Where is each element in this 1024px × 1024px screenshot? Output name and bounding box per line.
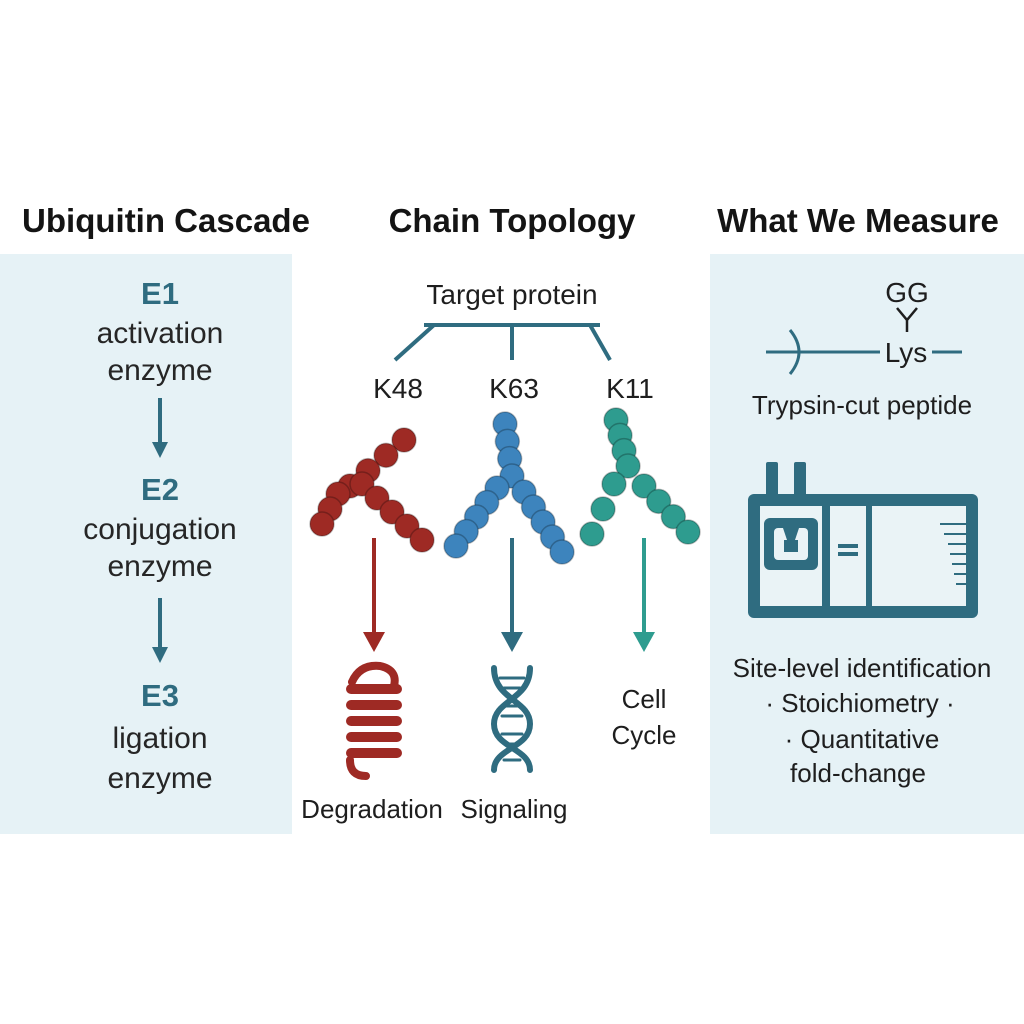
k63-bead [549, 539, 575, 565]
cascade-step-e1: E1 activation enzyme [97, 276, 224, 387]
k63-label: K63 [489, 373, 539, 404]
measure-line-3: · Quantitative [785, 724, 940, 754]
k48-bead [364, 485, 390, 511]
e3-code: E3 [141, 678, 179, 713]
k11-label: K11 [606, 373, 654, 404]
k48-chain-icon [309, 427, 435, 553]
lys-label: Lys [885, 337, 928, 368]
target-protein-label: Target protein [426, 279, 597, 310]
k48-arrowhead [363, 632, 385, 652]
gg-label: GG [885, 277, 929, 308]
k11-arrowhead [633, 632, 655, 652]
k48-label: K48 [373, 373, 423, 404]
k11-bead [601, 471, 627, 497]
e1-name-line1: activation [97, 317, 224, 350]
k63-arrowhead [501, 632, 523, 652]
cascade-heading: Ubiquitin Cascade [22, 202, 310, 239]
measure-heading: What We Measure [717, 202, 999, 239]
k63-chain-icon [443, 411, 575, 565]
mass-spectrometer-icon [748, 462, 978, 618]
cascade-step-e2: E2 conjugation enzyme [83, 472, 236, 583]
measure-line-2: · Stoichiometry · [765, 688, 954, 718]
e2-name-line1: conjugation [83, 513, 236, 546]
cascade-step-e3: E3 ligation enzyme [107, 678, 212, 795]
e2-name-line2: enzyme [107, 550, 212, 583]
k11-bead [579, 521, 605, 547]
k11-chain-icon [579, 407, 701, 547]
dna-helix-icon [490, 665, 534, 773]
e2-code: E2 [141, 472, 179, 507]
k11-outcome-label-line2: Cycle [611, 720, 676, 750]
k11-bead [631, 473, 657, 499]
e1-code: E1 [141, 276, 179, 311]
k48-bead [379, 499, 405, 525]
peptide-icon [766, 307, 962, 375]
k11-bead [660, 503, 687, 530]
k11-bead [590, 496, 616, 522]
k48-bead [309, 511, 335, 537]
topology-heading: Chain Topology [389, 202, 637, 239]
branch-connector [393, 323, 612, 362]
k48-outcome-label: Degradation [301, 794, 443, 824]
k48-bead [349, 471, 375, 497]
k11-outcome-label-line1: Cell [622, 684, 667, 714]
e3-name-line1: ligation [112, 722, 207, 755]
e1-name-line2: enzyme [107, 354, 212, 387]
k48-bead [409, 527, 435, 553]
k11-bead [675, 519, 701, 545]
measure-line-4: fold-change [790, 758, 926, 788]
measure-line-1: Site-level identification [733, 653, 992, 683]
k11-bead [615, 453, 641, 479]
k11-bead [645, 488, 672, 515]
cascade-panel [0, 254, 292, 834]
peptide-caption: Trypsin-cut peptide [752, 390, 972, 420]
k63-bead [443, 533, 469, 559]
k48-bead [394, 513, 420, 539]
k48-bead [391, 427, 417, 453]
coil-icon [346, 661, 402, 780]
e3-name-line2: enzyme [107, 762, 212, 795]
k48-bead [373, 442, 399, 469]
k63-outcome-label: Signaling [461, 794, 568, 824]
